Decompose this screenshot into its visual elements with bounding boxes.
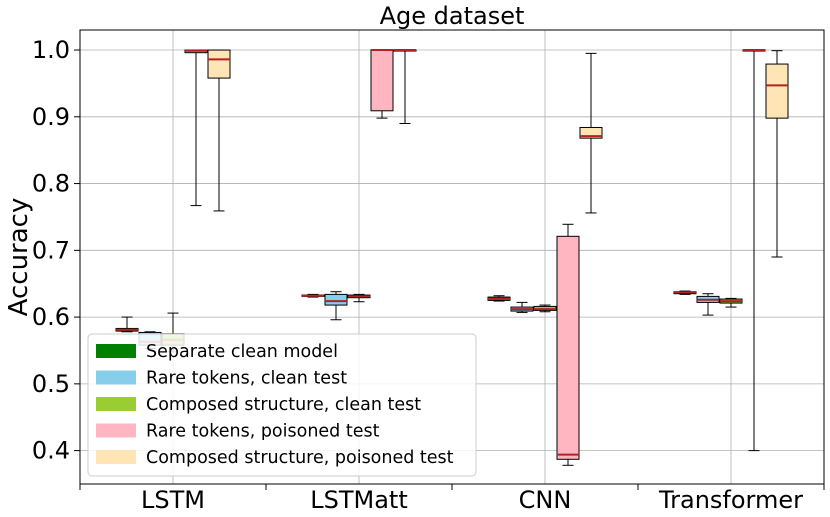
box bbox=[556, 235, 580, 460]
x-tick-label: CNN bbox=[519, 486, 572, 514]
x-tick-label: LSTMatt bbox=[310, 486, 408, 514]
legend-label: Rare tokens, clean test bbox=[146, 369, 347, 389]
x-tick-label: Transformer bbox=[658, 486, 803, 514]
legend-frame bbox=[87, 333, 477, 477]
legend-swatch bbox=[96, 344, 136, 358]
x-tick-label: LSTM bbox=[141, 486, 205, 514]
box bbox=[207, 49, 231, 79]
y-axis-label: Accuracy bbox=[4, 198, 34, 317]
y-tick-label: 0.7 bbox=[32, 236, 70, 264]
box bbox=[579, 126, 603, 139]
legend-swatch bbox=[96, 370, 136, 385]
legend-label: Composed structure, clean test bbox=[146, 395, 421, 415]
chart-title: Age dataset bbox=[380, 2, 525, 30]
legend-label: Rare tokens, poisoned test bbox=[146, 422, 380, 442]
box bbox=[765, 63, 789, 119]
y-tick-label: 0.8 bbox=[32, 170, 70, 198]
y-tick-label: 0.9 bbox=[32, 103, 70, 131]
y-tick-label: 1.0 bbox=[32, 36, 70, 64]
y-tick-label: 0.4 bbox=[32, 437, 70, 465]
legend-swatch bbox=[96, 397, 136, 411]
y-tick-label: 0.5 bbox=[32, 370, 70, 398]
legend-swatch bbox=[96, 423, 136, 438]
y-tick-label: 0.6 bbox=[32, 303, 70, 331]
legend-swatch bbox=[96, 450, 136, 464]
box bbox=[324, 293, 348, 306]
box bbox=[370, 49, 394, 112]
legend-label: Separate clean model bbox=[146, 342, 338, 362]
box-layer bbox=[115, 49, 789, 466]
legend-label: Composed structure, poisoned test bbox=[146, 448, 454, 468]
